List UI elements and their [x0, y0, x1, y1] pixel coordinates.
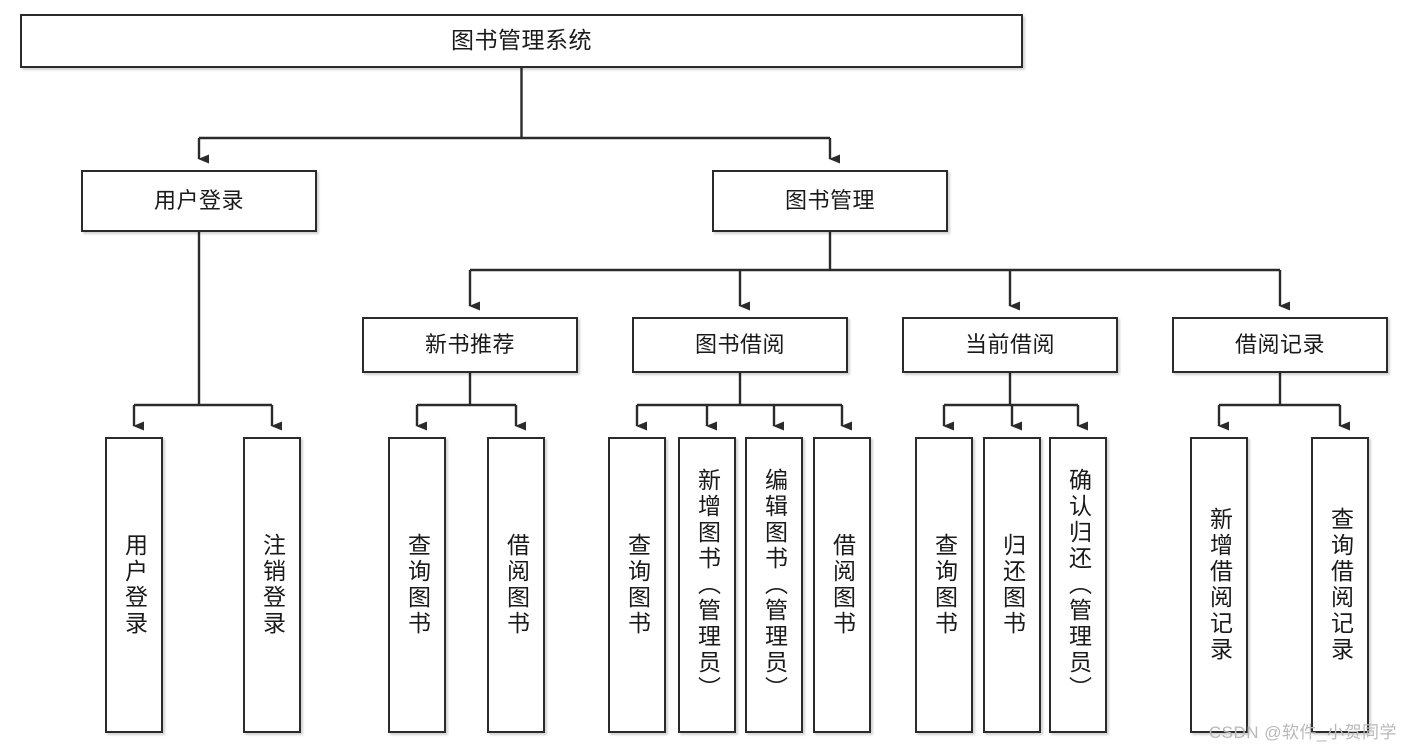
node-book-borrow-label: 图书借阅 [694, 331, 785, 357]
node-leaf-query-book-3-label: 查询图书 [931, 533, 958, 637]
node-root[interactable]: 图书管理系统 [20, 14, 1023, 68]
node-leaf-return-book-label: 归还图书 [999, 533, 1026, 637]
node-new-book-rec[interactable]: 新书推荐 [362, 317, 578, 373]
node-leaf-borrow-book-1[interactable]: 借阅图书 [487, 437, 545, 733]
node-leaf-query-book-2-label: 查询图书 [624, 533, 651, 637]
node-current-borrow[interactable]: 当前借阅 [902, 317, 1118, 373]
node-leaf-borrow-book-2[interactable]: 借阅图书 [813, 437, 871, 733]
node-leaf-return-book[interactable]: 归还图书 [983, 437, 1041, 733]
csdn-watermark: CSDN @软件_小贺同学 [1208, 723, 1397, 742]
node-leaf-add-book-label: 新增图书（管理员） [694, 468, 721, 702]
node-root-label: 图书管理系统 [451, 27, 592, 54]
node-leaf-user-login-label: 用户登录 [121, 533, 148, 637]
node-leaf-query-record-label: 查询借阅记录 [1327, 507, 1354, 663]
node-leaf-query-book-3[interactable]: 查询图书 [915, 437, 973, 733]
node-borrow-record-label: 借阅记录 [1234, 331, 1325, 357]
node-leaf-query-book-2[interactable]: 查询图书 [608, 437, 666, 733]
node-leaf-logout-label: 注销登录 [259, 533, 286, 637]
node-leaf-borrow-book-1-label: 借阅图书 [503, 533, 530, 637]
node-book-manage[interactable]: 图书管理 [712, 170, 948, 232]
node-leaf-query-record[interactable]: 查询借阅记录 [1311, 437, 1369, 733]
node-leaf-query-book-1[interactable]: 查询图书 [388, 437, 446, 733]
node-leaf-add-record-label: 新增借阅记录 [1206, 507, 1233, 663]
node-leaf-confirm-return[interactable]: 确认归还（管理员） [1049, 437, 1107, 733]
node-leaf-edit-book[interactable]: 编辑图书（管理员） [745, 437, 803, 733]
node-borrow-record[interactable]: 借阅记录 [1172, 317, 1388, 373]
node-new-book-rec-label: 新书推荐 [424, 331, 515, 357]
node-user-login-label: 用户登录 [153, 187, 244, 213]
node-leaf-query-book-1-label: 查询图书 [404, 533, 431, 637]
node-leaf-add-record[interactable]: 新增借阅记录 [1190, 437, 1248, 733]
node-leaf-confirm-return-label: 确认归还（管理员） [1065, 468, 1092, 702]
node-leaf-borrow-book-2-label: 借阅图书 [829, 533, 856, 637]
node-leaf-edit-book-label: 编辑图书（管理员） [761, 468, 788, 702]
node-leaf-add-book[interactable]: 新增图书（管理员） [678, 437, 736, 733]
node-book-borrow[interactable]: 图书借阅 [632, 317, 848, 373]
node-user-login[interactable]: 用户登录 [81, 170, 317, 232]
node-leaf-user-login[interactable]: 用户登录 [105, 437, 163, 733]
node-current-borrow-label: 当前借阅 [964, 331, 1055, 357]
node-leaf-logout[interactable]: 注销登录 [243, 437, 301, 733]
node-book-manage-label: 图书管理 [784, 187, 875, 213]
